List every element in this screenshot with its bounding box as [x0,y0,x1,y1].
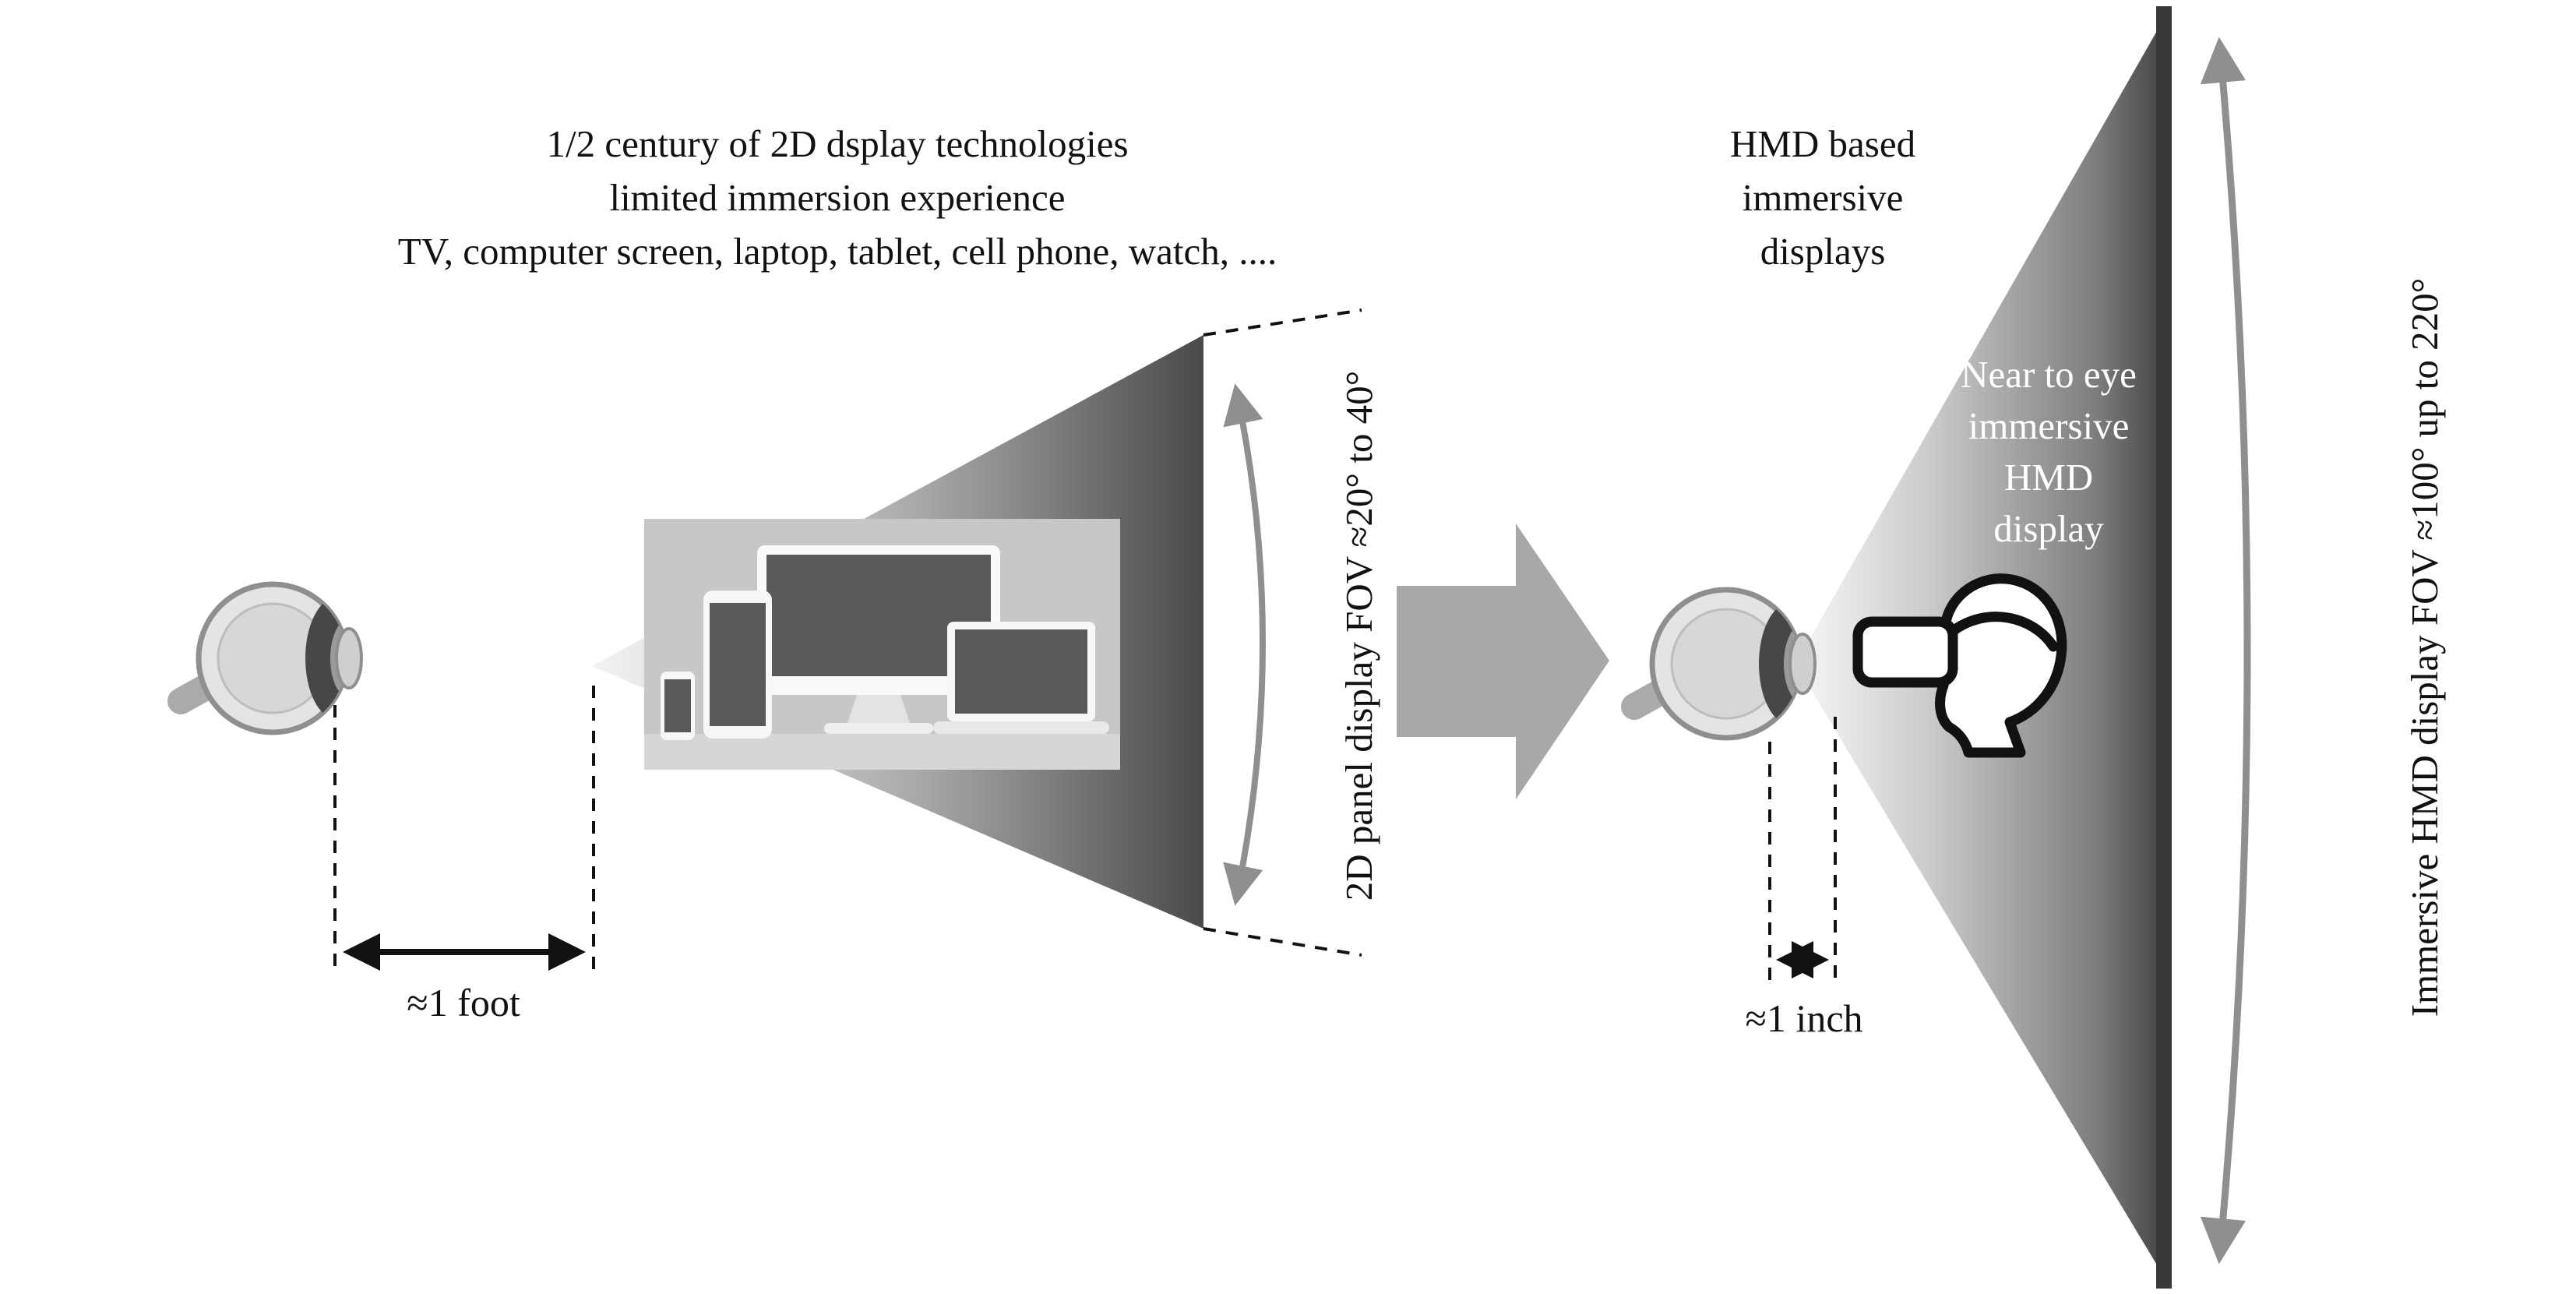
hmd-cone-label-line-4: display [1993,507,2104,550]
left-distance-measure [333,686,595,975]
right-title-line-3: displays [1760,230,1886,273]
right-distance-label: ≈1 inch [1745,996,1863,1040]
left-title-line-1: 1/2 century of 2D dsplay technologies [546,122,1129,165]
monitor-base [824,723,933,734]
laptop-base [933,721,1109,734]
phone-screen [664,679,691,732]
left-fov-guide-top [1203,309,1362,337]
cornea [335,627,363,689]
hmd-cone-label: Near to eye immersive HMD display [1901,349,2197,555]
right-title: HMD based immersive displays [1647,117,1998,278]
hmd-cone-label-line-2: immersive [1968,404,2130,447]
left-fov-guide-bottom [1203,927,1362,957]
left-title-line-2: limited immersion experience [609,176,1066,219]
tablet-screen [710,603,766,726]
device-shelf [644,734,1120,770]
right-fov-label: Immersive HMD display FOV ≈100° up to 22… [2403,277,2446,1017]
left-fov-label: 2D panel display FOV ≈20° to 40° [1337,370,1380,901]
eye-side-view-icon-right [1621,587,1817,741]
hmd-strap [1947,612,2059,652]
monitor-stand [848,695,910,723]
right-title-line-2: immersive [1742,176,1904,219]
hmd-cone-label-line-1: Near to eye [1961,353,2137,396]
right-title-line-1: HMD based [1729,122,1916,165]
left-title-line-3: TV, computer screen, laptop, tablet, cel… [397,230,1277,273]
left-title: 1/2 century of 2D dsplay technologies li… [234,117,1441,278]
eye-side-view-icon-left [167,581,363,735]
left-fov-guides [1203,309,1362,957]
hmd-goggles [1852,616,1958,688]
person-wearing-hmd-icon [1852,573,2067,758]
flat-panel-devices-icon [644,519,1120,770]
right-arrow-icon [1397,524,1609,799]
hmd-cone-label-line-3: HMD [2003,456,2094,499]
left-distance-label: ≈1 foot [407,981,520,1024]
right-distance-measure [1768,717,1837,983]
laptop-screen [955,629,1087,714]
left-fov-arc-arrow [1223,383,1266,906]
right-fov-arc-arrow [2200,37,2251,1264]
right-cone-display-edge [2156,6,2172,1289]
cornea [1788,633,1817,695]
